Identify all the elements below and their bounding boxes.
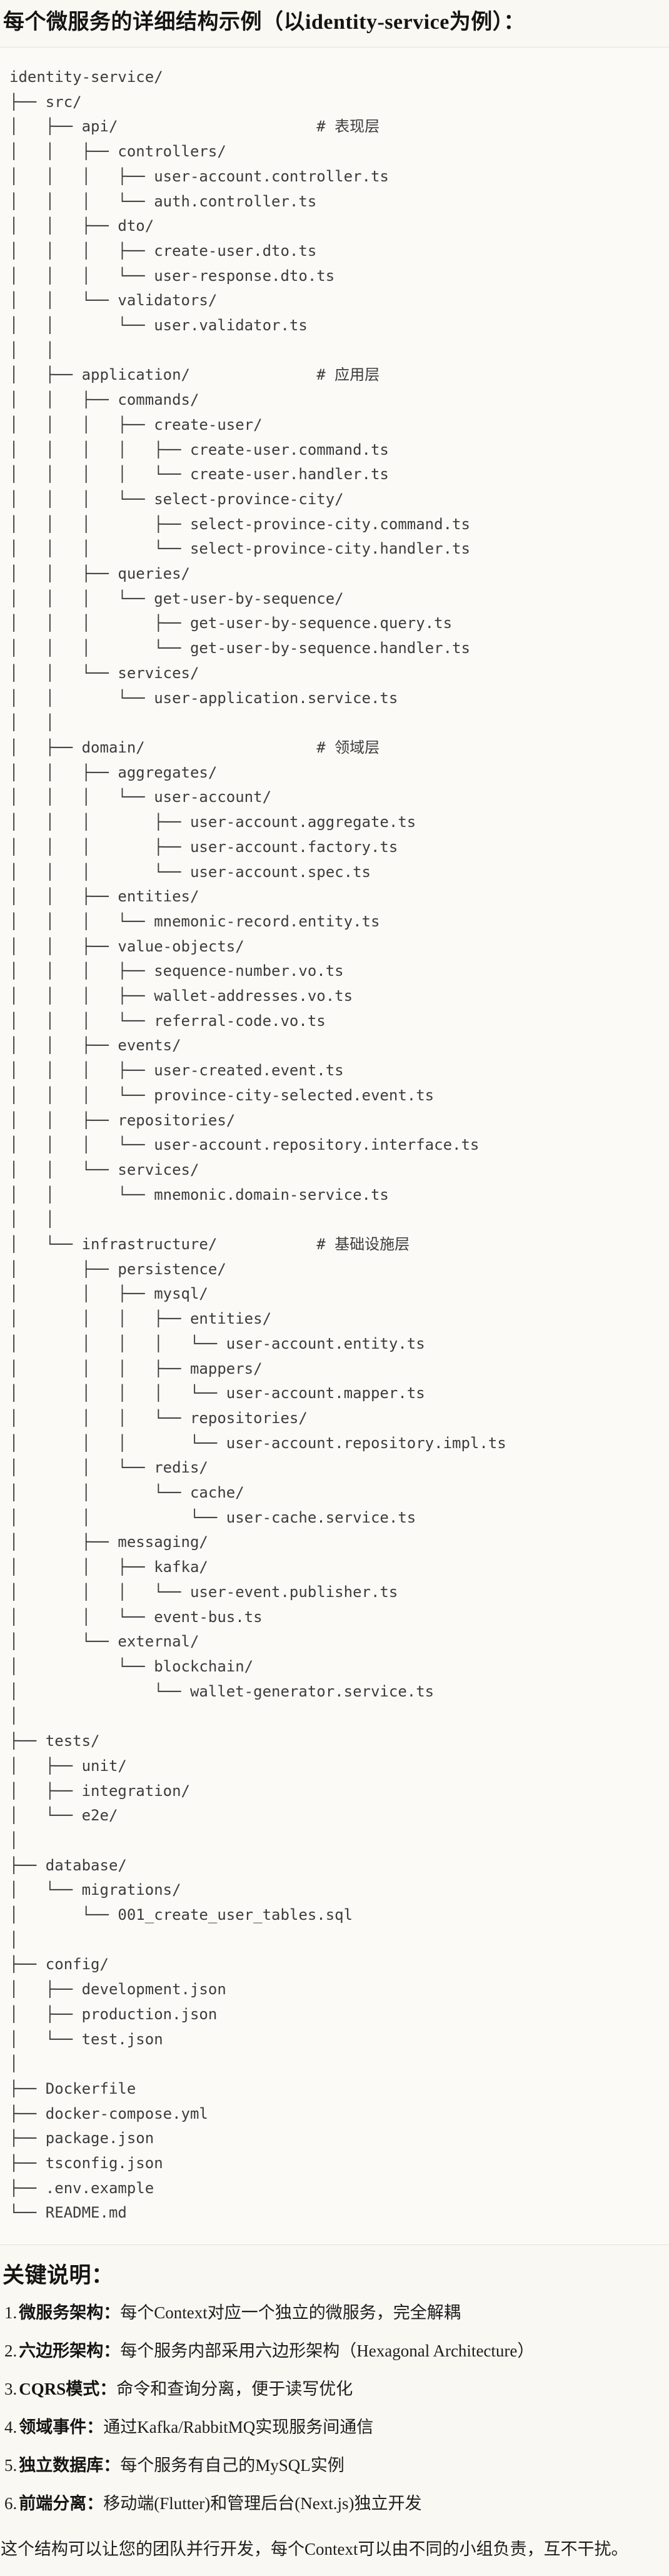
note-item: 3.CQRS模式：命令和查询分离，便于读写优化 [4, 2378, 666, 2401]
footer-note: 这个结构可以让您的团队并行开发，每个Context可以由不同的小组负责，互不干扰… [1, 2540, 628, 2559]
note-number: 4. [4, 2418, 18, 2437]
note-number: 2. [4, 2341, 18, 2361]
note-item: 4.领域事件：通过Kafka/RabbitMQ实现服务间通信 [4, 2416, 666, 2439]
note-label: 独立数据库： [19, 2456, 121, 2475]
note-item: 2.六边形架构：每个服务内部采用六边形架构（Hexagonal Architec… [4, 2340, 666, 2363]
note-item: 5.独立数据库：每个服务有自己的MySQL实例 [4, 2454, 666, 2477]
file-tree-code-block: identity-service/ ├── src/ │ ├── api/ # … [0, 47, 669, 2246]
notes-heading: 关键说明： [3, 2263, 114, 2288]
note-text: 通过Kafka/RabbitMQ实现服务间通信 [103, 2418, 374, 2437]
note-label: 六边形架构： [19, 2341, 121, 2361]
note-text: 每个服务有自己的MySQL实例 [120, 2456, 345, 2475]
note-text: 命令和查询分离，便于读写优化 [116, 2380, 353, 2399]
note-item: 1.微服务架构：每个Context对应一个独立的微服务，完全解耦 [4, 2301, 666, 2325]
note-text: 每个Context对应一个独立的微服务，完全解耦 [120, 2303, 461, 2323]
notes-list: 1.微服务架构：每个Context对应一个独立的微服务，完全解耦 2.六边形架构… [0, 2301, 669, 2515]
note-label: 领域事件： [19, 2418, 104, 2437]
note-label: 微服务架构： [19, 2303, 121, 2323]
note-text: 移动端(Flutter)和管理后台(Next.js)独立开发 [103, 2494, 422, 2513]
note-label: 前端分离： [19, 2494, 104, 2513]
note-label: CQRS模式： [19, 2380, 117, 2399]
page-title: 每个微服务的详细结构示例（以identity-service为例）： [3, 11, 525, 34]
note-text: 每个服务内部采用六边形架构（Hexagonal Architecture） [120, 2341, 535, 2361]
note-number: 6. [4, 2494, 18, 2513]
note-item: 6.前端分离：移动端(Flutter)和管理后台(Next.js)独立开发 [4, 2492, 666, 2515]
note-number: 1. [4, 2303, 18, 2323]
note-number: 3. [4, 2380, 18, 2399]
note-number: 5. [4, 2456, 18, 2475]
